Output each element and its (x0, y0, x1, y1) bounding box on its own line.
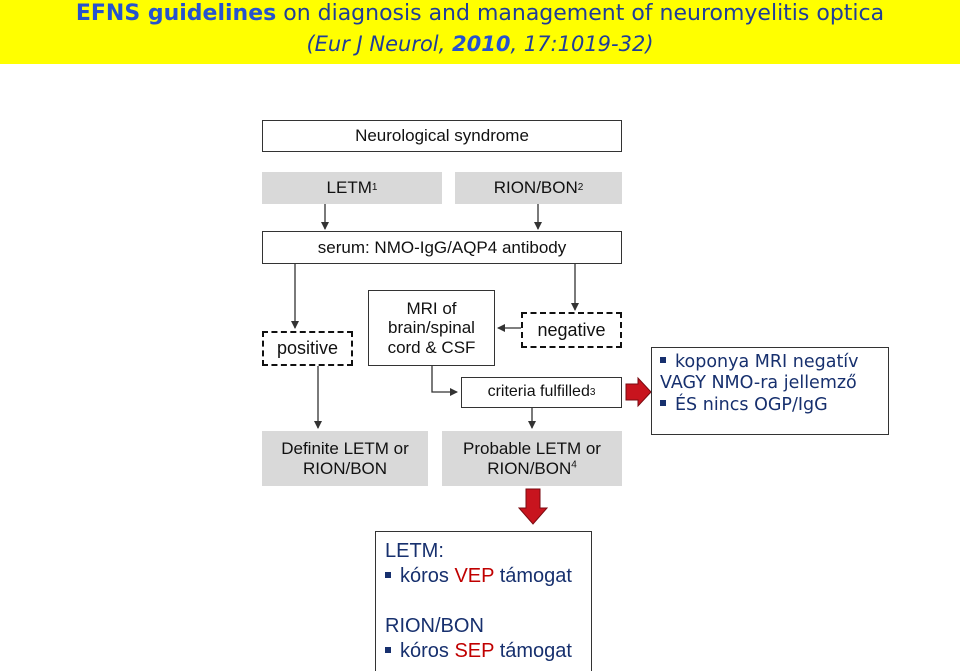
serum-label: serum: NMO-IgG/AQP4 antibody (317, 237, 567, 257)
title-bold: EFNS guidelines (75, 1, 277, 26)
probable-line2: RION/BON (487, 458, 572, 478)
rion-heading: RION/BON (385, 614, 484, 637)
side-note-box: koponya MRI negatív VAGY NMO-ra jellemző… (651, 347, 889, 435)
negative-box: negative (521, 312, 622, 348)
rion-item-pre: kóros (400, 640, 455, 663)
title-rest: on diagnosis and management of neuromyel… (276, 1, 885, 26)
side-note-item-1: koponya MRI negatív (660, 352, 888, 373)
serum-box: serum: NMO-IgG/AQP4 antibody (262, 231, 622, 264)
red-arrow-down (517, 488, 549, 525)
neurological-syndrome-box: Neurological syndrome (262, 120, 622, 152)
letm-item-post: támogat (494, 565, 572, 588)
rion-item: kóros SEP támogat (385, 639, 591, 664)
citation-suffix: , 17:1019-32) (510, 32, 654, 56)
definite-line2: RION/BON (302, 458, 388, 478)
red-arrow-right (625, 376, 652, 408)
positive-box: positive (262, 331, 353, 366)
side-note-item-1-cont: VAGY NMO-ra jellemző (660, 373, 888, 394)
rion-item-post: támogat (494, 640, 572, 663)
arrow-mri-criteria (431, 366, 458, 396)
rion-label: RION/BON (493, 178, 578, 198)
positive-label: positive (276, 338, 339, 359)
neurological-syndrome-label: Neurological syndrome (355, 126, 529, 146)
mri-box: MRI of brain/spinal cord & CSF (368, 290, 495, 366)
side-note-item-1-cont-text: VAGY NMO-ra jellemző (660, 373, 857, 394)
probable-box: Probable LETM or RION/BON4 (442, 431, 622, 486)
letm-item-highlight: VEP (454, 565, 495, 588)
probable-line2-wrap: RION/BON4 (487, 459, 577, 479)
definite-line1: Definite LETM or (281, 438, 409, 458)
letm-label: LETM (326, 178, 372, 198)
letm-heading: LETM: (385, 540, 444, 562)
page-title: EFNS guidelines on diagnosis and managem… (0, 1, 960, 26)
criteria-label: criteria fulfilled (487, 383, 590, 401)
side-note-item-2: ÉS nincs OGP/IgG (660, 395, 888, 416)
letm-item-pre: kóros (400, 565, 455, 588)
citation: (Eur J Neurol, 2010, 17:1019-32) (0, 32, 960, 56)
title-banner: EFNS guidelines on diagnosis and managem… (0, 0, 960, 64)
mri-line3: cord & CSF (387, 337, 476, 357)
probable-footnote: 4 (571, 458, 577, 470)
definite-box: Definite LETM or RION/BON (262, 431, 428, 486)
bullet-icon (660, 399, 666, 406)
rion-item-highlight: SEP (454, 640, 495, 663)
bullet-icon (385, 572, 391, 579)
bottom-note-box: LETM: kóros VEP támogat RION/BON kóros S… (375, 531, 592, 671)
letm-item: kóros VEP támogat (385, 564, 591, 589)
mri-line2: brain/spinal (388, 318, 475, 338)
bullet-icon (660, 357, 666, 363)
side-note-item-2-text: ÉS nincs OGP/IgG (675, 394, 828, 415)
citation-prefix: (Eur J Neurol, (306, 32, 452, 56)
citation-year: 2010 (452, 32, 511, 56)
bullet-icon (385, 646, 391, 653)
mri-line1: MRI of (406, 298, 457, 318)
negative-label: negative (537, 319, 606, 340)
side-note-item-1-text: koponya MRI negatív (675, 352, 859, 372)
probable-line1: Probable LETM or (463, 438, 601, 458)
spacer (385, 590, 591, 614)
